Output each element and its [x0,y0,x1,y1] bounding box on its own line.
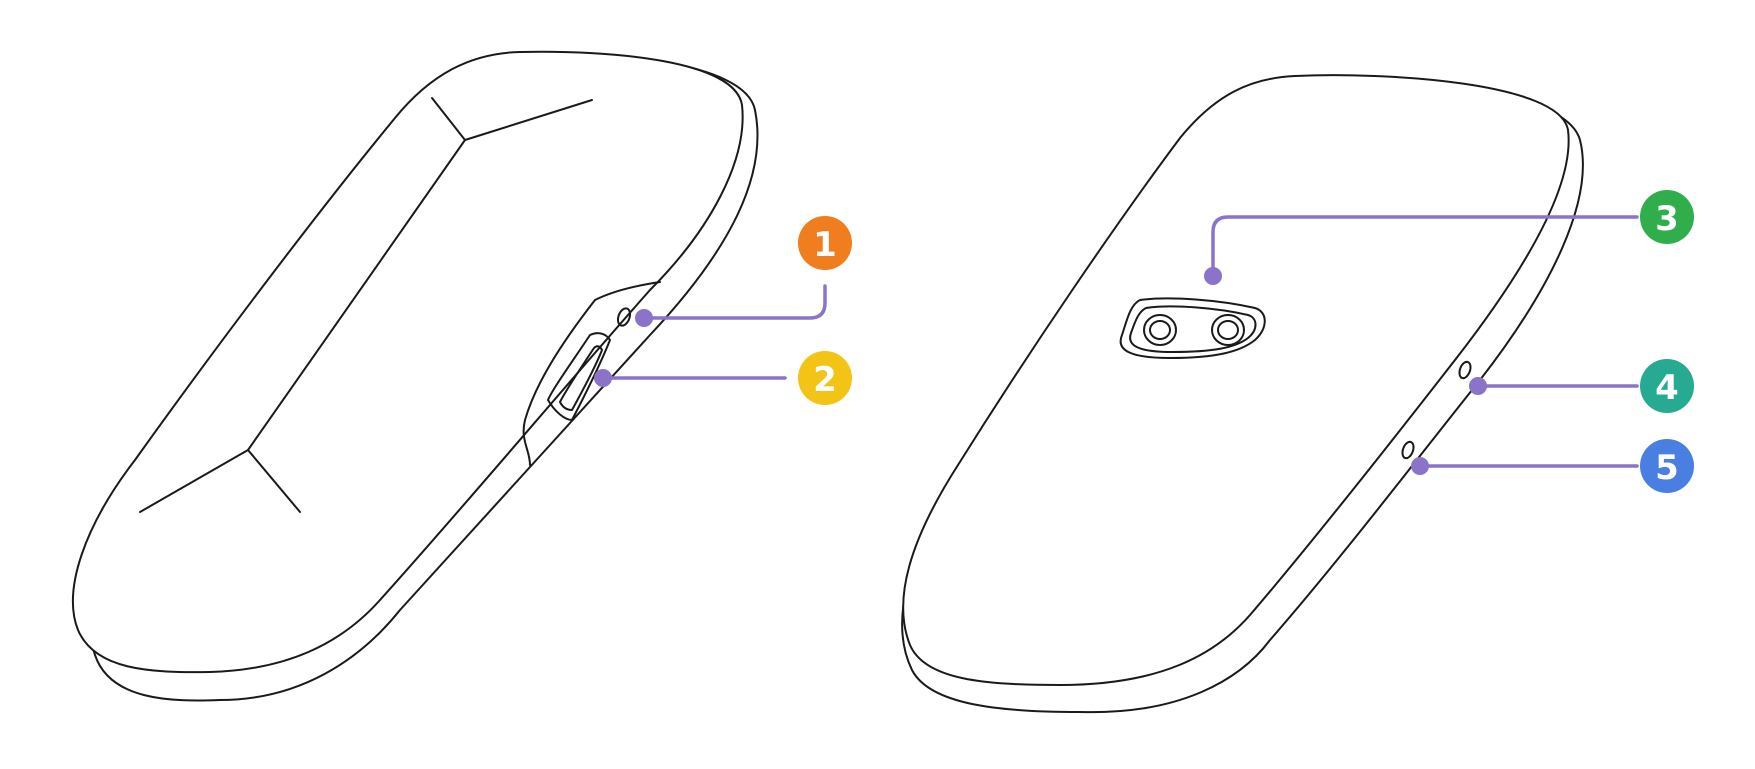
badge-label-2: 2 [813,360,837,400]
leader-dot-3 [1204,267,1222,285]
leader-dot-5 [1411,457,1429,475]
callout-badge-4: 4 [1640,359,1694,413]
rear-grille [1119,297,1266,359]
leader-lines [594,215,1639,475]
leader-line-3 [1211,215,1639,278]
facet-line-diagonal [247,139,466,451]
facet-line-bottom [139,449,301,513]
device-back-view [901,74,1584,714]
badge-label-4: 4 [1655,368,1679,408]
device-front-top-face [71,50,744,674]
side-button-lower [1401,440,1415,460]
callout-badge-1: 1 [798,216,852,270]
device-back-top-face [902,74,1570,686]
badge-label-5: 5 [1655,448,1679,488]
badge-label-3: 3 [1655,199,1679,239]
callout-badge-5: 5 [1640,439,1694,493]
badge-circle-1 [798,216,852,270]
indicator-light [616,307,632,327]
side-port-recess [522,281,661,466]
badge-circle-3 [1640,190,1694,244]
leader-dot-4 [1469,377,1487,395]
side-button-upper [1458,360,1472,380]
leader-line-1 [642,284,827,320]
callout-badge-3: 3 [1640,190,1694,244]
badge-label-1: 1 [813,225,837,265]
device-front-view [71,50,759,702]
leader-dot-1 [635,309,653,327]
badge-circle-5 [1640,439,1694,493]
callout-badge-2: 2 [798,351,852,405]
badge-circle-2 [798,351,852,405]
usb-port [547,332,611,421]
badge-circle-4 [1640,359,1694,413]
leader-dot-2 [594,369,612,387]
